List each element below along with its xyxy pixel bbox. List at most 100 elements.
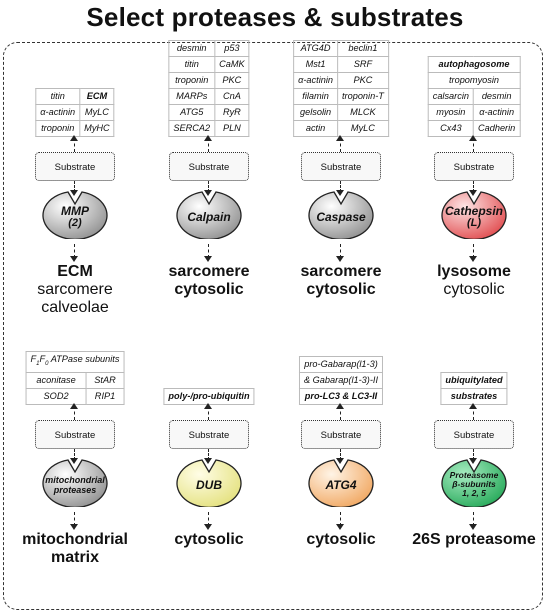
arrow-up-icon bbox=[469, 135, 477, 152]
localization-label: cytosolic bbox=[124, 531, 294, 549]
table-cell: troponin bbox=[35, 120, 81, 137]
arrow-down-icon bbox=[469, 244, 477, 262]
localization-line: cytosolic bbox=[306, 531, 376, 548]
enzyme-shape: MMP(2) bbox=[42, 187, 108, 239]
table-row: F1F0 ATPase subunits bbox=[25, 351, 125, 373]
table-cell: α-actinin bbox=[293, 72, 338, 89]
diagram-title: Select proteases & substrates bbox=[86, 2, 464, 32]
table-cell: tropomyosin bbox=[427, 72, 521, 89]
table-cell: MARPs bbox=[168, 88, 216, 105]
table-cell: desmin bbox=[472, 88, 521, 105]
table-row: tropomyosin bbox=[427, 72, 521, 89]
localization-line: cytosolic bbox=[443, 281, 505, 298]
arrow-up-icon bbox=[336, 403, 344, 420]
table-cell: & Gabarap(l1-3)-II bbox=[298, 372, 384, 389]
localization-line: lysosome bbox=[437, 263, 511, 280]
table-cell: ECM bbox=[79, 88, 115, 105]
table-cell: calsarcin bbox=[427, 88, 474, 105]
enzyme-name: Cathepsin bbox=[444, 203, 503, 218]
arrow-down-icon bbox=[70, 449, 78, 464]
table-header-cell: autophagosome bbox=[427, 56, 521, 73]
enzyme-name: Proteasome bbox=[449, 470, 499, 480]
table-cell: CnA bbox=[214, 88, 250, 105]
enzyme-label: MMP(2) bbox=[42, 187, 108, 239]
enzyme-shape: Cathepsin(L) bbox=[441, 187, 507, 239]
arrow-down-icon bbox=[336, 181, 344, 196]
substrate-box: Substrate bbox=[35, 152, 115, 181]
arrow-up-icon bbox=[336, 135, 344, 152]
arrow-down-icon bbox=[336, 449, 344, 464]
arrow-down-icon bbox=[204, 181, 212, 196]
localization-line: sarcomere bbox=[168, 263, 250, 280]
enzyme-label: Cathepsin(L) bbox=[441, 187, 507, 239]
table-cell: MLCK bbox=[336, 104, 389, 121]
arrow-down-icon bbox=[469, 181, 477, 196]
enzyme-shape: Calpain bbox=[176, 187, 242, 239]
table-header-cell: ubiquitylated bbox=[440, 372, 508, 389]
table-cell: pro-Gabarap(l1-3) bbox=[298, 356, 384, 373]
diagram-frame bbox=[3, 42, 543, 610]
table-cell: titin bbox=[168, 56, 216, 73]
table-cell: actin bbox=[293, 120, 338, 137]
arrow-down-icon bbox=[204, 512, 212, 530]
enzyme-name: ATG4 bbox=[325, 477, 357, 492]
arrow-down-icon bbox=[336, 512, 344, 530]
table-cell: MyLC bbox=[79, 104, 115, 121]
table-cell: Mst1 bbox=[293, 56, 338, 73]
table-cell: α-actinin bbox=[472, 104, 521, 121]
arrow-down-icon bbox=[70, 181, 78, 196]
table-cell: beclin1 bbox=[336, 40, 389, 57]
table-cell: RIP1 bbox=[85, 388, 125, 405]
arrow-down-icon bbox=[469, 449, 477, 464]
substrate-box: Substrate bbox=[35, 420, 115, 449]
table-cell: gelsolin bbox=[293, 104, 338, 121]
table-cell: MyLC bbox=[336, 120, 389, 137]
table-cell: titin bbox=[35, 88, 81, 105]
enzyme-name: β-subunits bbox=[452, 479, 496, 489]
localization-line: cytosolic bbox=[174, 531, 244, 548]
table-cell: CaMK bbox=[214, 56, 250, 73]
substrate-box: Substrate bbox=[301, 152, 381, 181]
arrow-up-icon bbox=[70, 135, 78, 152]
table-cell: RyR bbox=[214, 104, 250, 121]
table-cell: Cx43 bbox=[427, 120, 474, 137]
table-cell: PLN bbox=[214, 120, 250, 137]
arrow-down-icon bbox=[70, 512, 78, 530]
table-row: & Gabarap(l1-3)-II bbox=[298, 372, 384, 389]
table-row: ubiquitylated bbox=[440, 372, 508, 389]
enzyme-label: DUB bbox=[176, 455, 242, 507]
arrow-up-icon bbox=[469, 403, 477, 420]
enzyme-name: 1, 2, 5 bbox=[462, 488, 486, 498]
enzyme-name: mitochondrial bbox=[45, 474, 105, 485]
arrow-down-icon bbox=[204, 449, 212, 464]
enzyme-label: ATG4 bbox=[308, 455, 374, 507]
enzyme-name: MMP bbox=[61, 203, 89, 218]
enzyme-shape: ATG4 bbox=[308, 455, 374, 507]
table-cell: troponin-T bbox=[336, 88, 389, 105]
table-cell: MyHC bbox=[79, 120, 115, 137]
